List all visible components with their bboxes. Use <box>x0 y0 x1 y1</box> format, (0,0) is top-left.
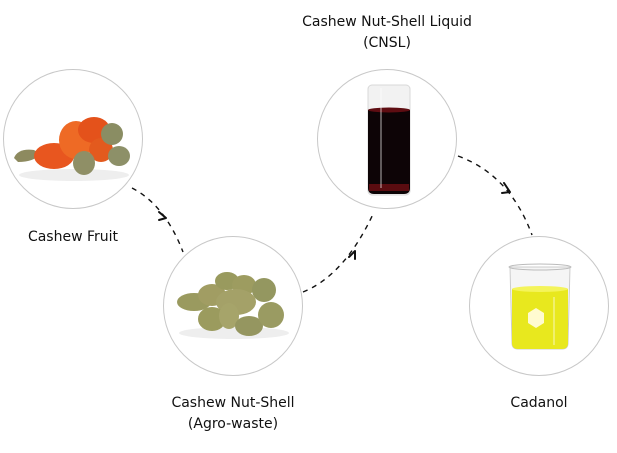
cashew-fruit-node <box>3 69 143 209</box>
cnsl-sublabel: (CNSL) <box>363 35 411 51</box>
beaker-icon <box>508 263 572 350</box>
arrow-fruit-to-nutshell <box>131 187 184 253</box>
cadanol-node <box>469 236 609 376</box>
arrowhead-1-icon <box>158 211 167 221</box>
arrow-nutshell-to-cnsl <box>302 211 375 293</box>
cashew-fruit-label: Cashew Fruit <box>27 229 119 245</box>
cashew-nutshell-node <box>163 236 303 376</box>
cashew-nutshell-sublabel: (Agro-waste) <box>187 416 279 432</box>
arrowhead-2-icon <box>348 250 356 260</box>
cashew-nutshell-label: Cashew Nut-Shell <box>171 395 295 411</box>
cadanol-label: Cadanol <box>510 395 568 411</box>
arrowhead-3-icon <box>501 182 511 194</box>
cashew-fruit-icon <box>14 117 130 181</box>
cnsl-node <box>317 69 457 209</box>
cnsl-label: Cashew Nut-Shell Liquid <box>302 14 472 30</box>
glass-of-liquid-icon <box>367 84 411 196</box>
arrow-cnsl-to-cadanol <box>457 155 533 236</box>
cashew-nut-shells-icon <box>177 272 289 339</box>
